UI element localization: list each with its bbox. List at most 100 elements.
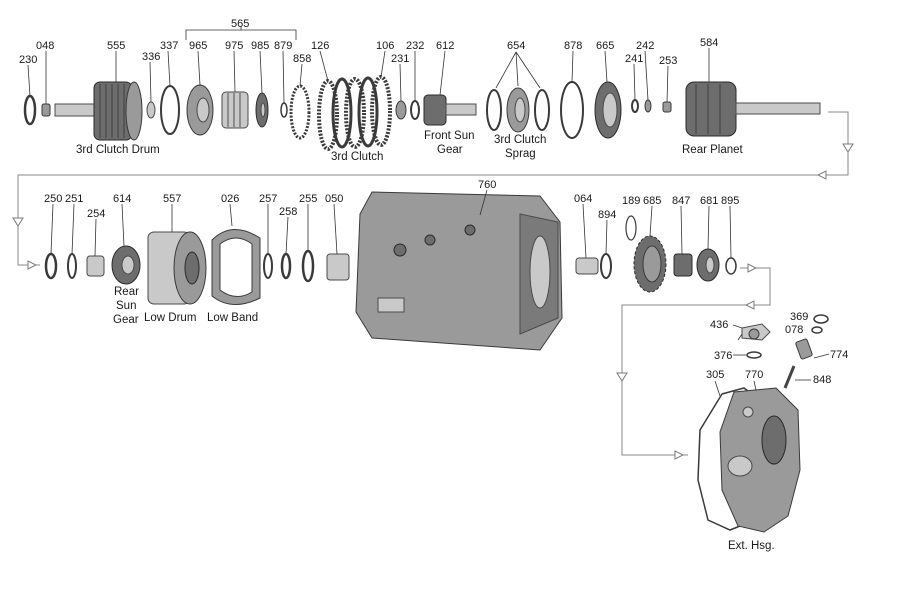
label-251: 251 [65,193,83,205]
caption-3rd-clutch-sprag-line2: Sprag [505,148,536,160]
label-254: 254 [87,208,105,220]
part-878-snap-ring [560,81,584,139]
caption-3rd-clutch-drum: 3rd Clutch Drum [76,144,160,156]
part-436-sensor [737,323,771,341]
label-305: 305 [706,369,724,381]
part-555-clutch-drum [54,81,143,141]
part-253-bushing [662,101,672,113]
part-376-o-ring [746,351,762,359]
label-232: 232 [406,40,424,52]
part-985-retainer [255,92,269,128]
label-369: 369 [790,311,808,323]
label-565: 565 [231,18,249,30]
label-612: 612 [436,40,454,52]
label-555: 555 [107,40,125,52]
label-975: 975 [225,40,243,52]
part-894-snap-ring [600,253,612,279]
label-685: 685 [643,195,661,207]
part-858-plate [289,84,311,140]
label-050: 050 [325,193,343,205]
part-685-gear [633,235,667,293]
label-230: 230 [19,54,37,66]
part-230-snap-ring [23,94,37,126]
part-078-o-ring [811,326,823,334]
label-231: 231 [391,53,409,65]
caption-ext-hsg: Ext. Hsg. [728,540,775,552]
part-254-bushing [86,255,105,277]
label-847: 847 [672,195,690,207]
label-106: 106 [376,40,394,52]
label-026: 026 [221,193,239,205]
part-557-low-drum [147,231,207,305]
part-257-washer [263,253,273,279]
label-250: 250 [44,193,62,205]
caption-rear-planet: Rear Planet [682,144,744,156]
label-126: 126 [311,40,329,52]
label-760: 760 [478,179,496,191]
label-253: 253 [659,55,677,67]
part-232-washer [410,100,420,120]
label-leaders [27,48,830,397]
caption-rear-sun-gear-line2: Sun [116,300,136,312]
part-336-washer [146,101,156,119]
part-189-o-ring [625,215,637,241]
part-847-rotor [673,253,693,277]
part-064-bushing [575,257,599,275]
caption-3rd-clutch: 3rd Clutch [331,151,383,163]
part-126-clutch-pack [317,75,392,151]
label-078: 078 [785,324,803,336]
part-050-bushing [326,253,350,281]
part-879-snap-ring [280,102,288,118]
part-895-snap-ring [725,257,737,275]
captions: 3rd Clutch Drum 3rd Clutch Front Sun Gea… [76,130,775,552]
part-258-washer [280,252,292,280]
part-231-washer [395,100,407,120]
caption-rear-sun-gear-line3: Gear [113,314,139,326]
part-612-front-sun-gear [423,94,477,126]
part-048-bushing [41,103,51,117]
label-848: 848 [813,374,831,386]
part-241-washer [631,99,639,113]
label-681: 681 [700,195,718,207]
part-251-washer [67,253,77,279]
flow-connector-row2 [616,263,771,460]
part-681-sensor-ring [696,248,720,282]
bracket-565 [185,26,297,40]
label-258: 258 [279,206,297,218]
label-337: 337 [160,40,178,52]
label-242: 242 [636,40,654,52]
label-895: 895 [721,195,739,207]
label-654: 654 [507,40,525,52]
part-337-snap-ring [160,85,180,135]
part-665-race [594,81,622,139]
caption-rear-sun-gear-line1: Rear [114,286,139,298]
part-614-rear-sun-gear [111,245,141,285]
label-255: 255 [299,193,317,205]
leaders-654 [495,51,541,89]
label-189: 189 [622,195,640,207]
label-894: 894 [598,209,616,221]
label-965: 965 [189,40,207,52]
label-557: 557 [163,193,181,205]
part-026-low-band [211,229,261,305]
label-376: 376 [714,350,732,362]
label-336: 336 [142,51,160,63]
part-654-sprag [486,87,550,133]
caption-front-sun-gear-line1: Front Sun [424,130,475,142]
label-436: 436 [710,319,728,331]
part-774-sensor [795,338,813,360]
label-879: 879 [274,40,292,52]
caption-low-drum: Low Drum [144,312,196,324]
label-048: 048 [36,40,54,52]
caption-low-band: Low Band [207,312,258,324]
label-614: 614 [113,193,131,205]
part-975-spring-assembly [221,91,249,129]
part-369-o-ring [813,314,829,324]
part-584-rear-planet [685,81,821,137]
label-257: 257 [259,193,277,205]
label-985: 985 [251,40,269,52]
part-770-extension-housing [719,387,801,533]
part-250-snap-ring [44,252,58,280]
flow-connector-row1 [12,111,854,270]
